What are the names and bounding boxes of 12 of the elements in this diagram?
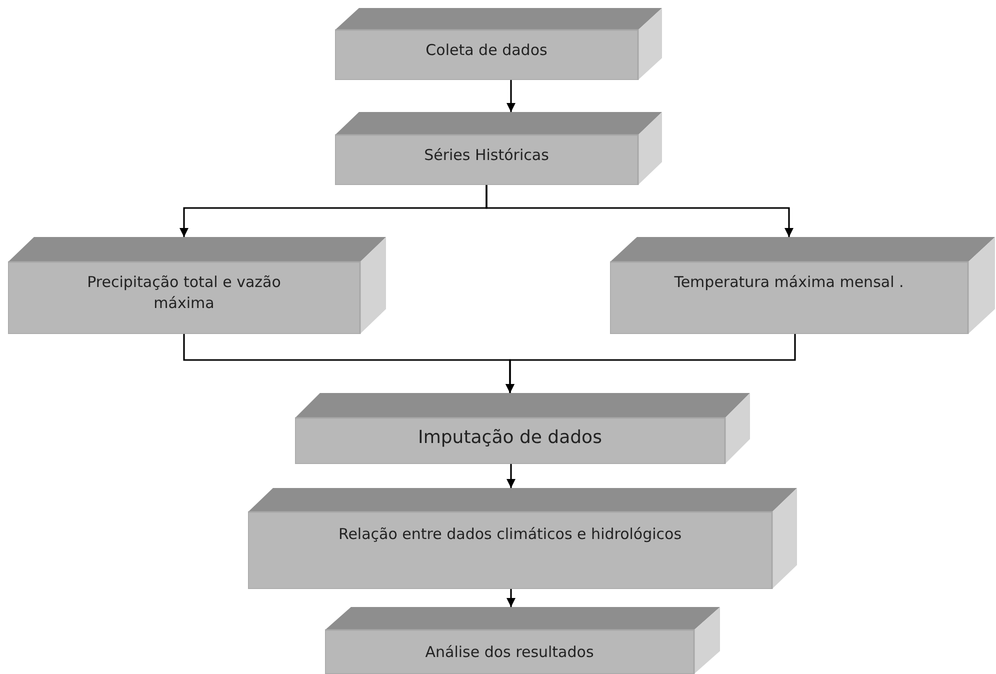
- arrow: [506, 80, 516, 112]
- arrow: [506, 464, 516, 488]
- block-label: Relação entre dados climáticos e hidrológicos: [338, 524, 682, 545]
- arrow: [506, 334, 796, 393]
- block-label: Coleta de dados: [426, 40, 548, 61]
- block-label: Imputação de dados: [418, 426, 602, 450]
- block-label: Análise dos resultados: [425, 642, 594, 663]
- arrow: [506, 589, 516, 607]
- block-label: Precipitação total e vazão máxima: [86, 272, 282, 314]
- block-label: Temperatura máxima mensal .: [674, 272, 904, 293]
- block-label: Séries Históricas: [424, 145, 549, 166]
- arrow: [486, 185, 794, 237]
